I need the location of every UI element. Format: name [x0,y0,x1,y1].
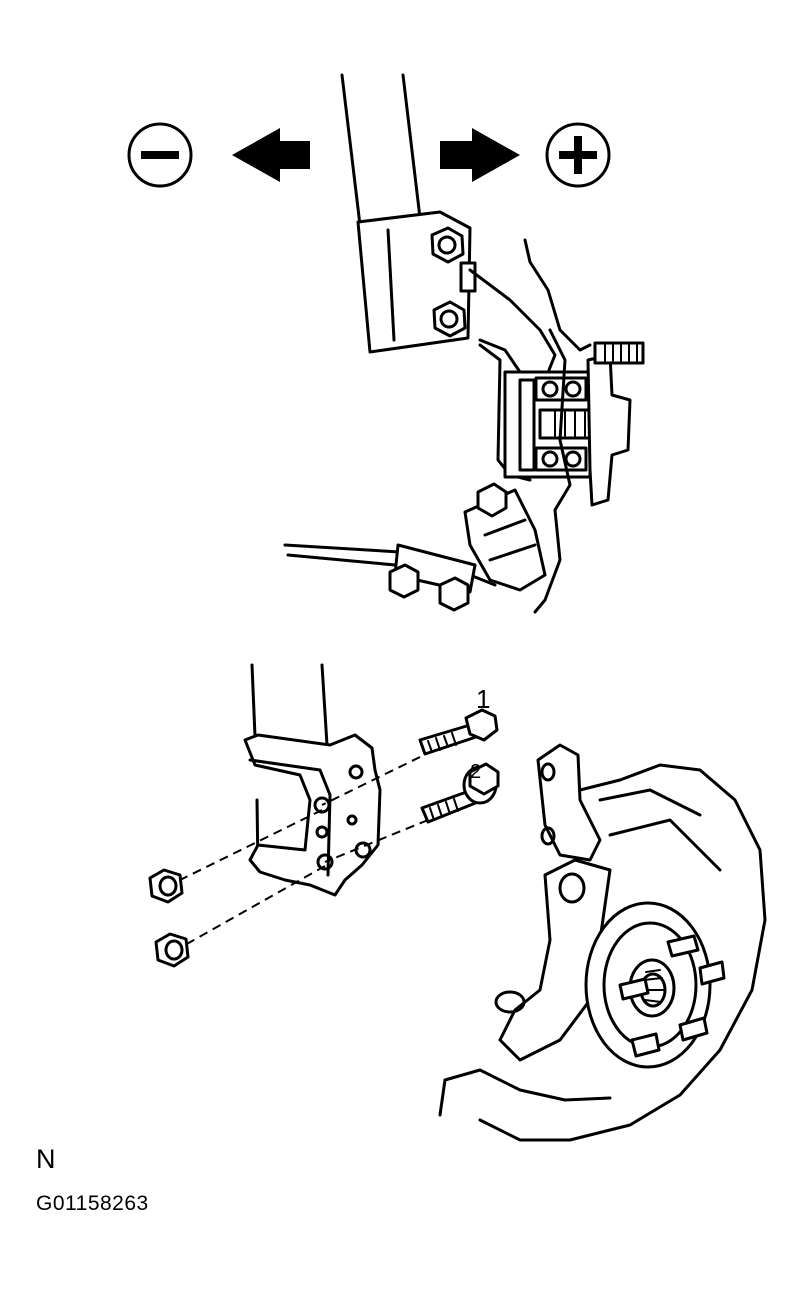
plus-direction-indicator [440,122,611,188]
backing-plate [438,763,767,1142]
circled-plus-icon [545,122,611,188]
lower-nut [154,932,190,968]
steering-knuckle [494,743,612,1062]
upper-nut [148,868,184,904]
strut-assembly-cross-section [283,73,645,614]
bolt-2 [420,762,500,824]
wheel-studs [618,934,726,1058]
view-label: N [36,1144,56,1174]
minus-direction-indicator [127,122,310,188]
lower-bolt-head [432,300,467,338]
circled-minus-icon [127,122,193,188]
upper-bolt-head [430,226,465,264]
bolt-2-callout: 2 [470,761,481,783]
arrow-right-icon [440,128,520,182]
bolt-1-callout: 1 [476,684,490,714]
bolt-1 [418,708,499,756]
exploded-strut-view: 1 2 [148,663,767,1142]
arrow-left-icon [232,128,310,182]
figure-id: G01158263 [36,1192,149,1215]
